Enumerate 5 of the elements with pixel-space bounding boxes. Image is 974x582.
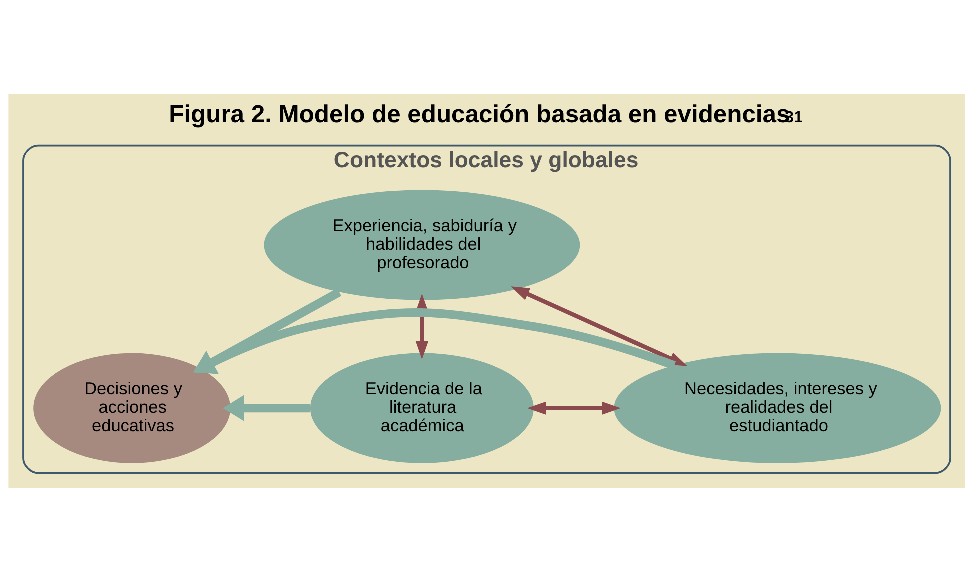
arrow: [222, 395, 310, 422]
arrow: [527, 402, 621, 415]
node-ellipse: Evidencia de la literatura académica: [310, 353, 534, 464]
node-ellipse: Decisiones y acciones educativas: [34, 353, 231, 464]
arrow: [511, 286, 688, 366]
